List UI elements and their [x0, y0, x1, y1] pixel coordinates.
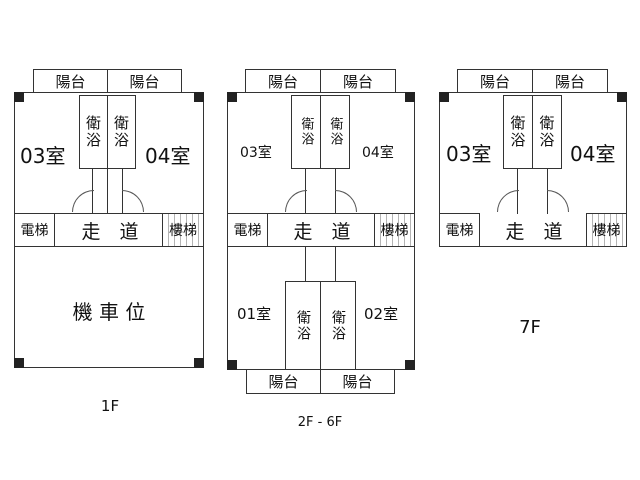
- balcony: 陽台: [245, 69, 321, 93]
- balcony: 陽台: [33, 69, 108, 93]
- bath-label: 衛浴: [298, 117, 314, 147]
- stairs: 樓梯: [374, 213, 415, 247]
- bathroom: 衛浴: [503, 95, 533, 169]
- room-04-label: 04室: [362, 145, 394, 161]
- elevator: 電梯: [439, 213, 480, 247]
- floor-label-2f-6f: 2F - 6F: [297, 414, 343, 430]
- balcony-label: 陽台: [267, 72, 298, 91]
- room-03-label: 03室: [240, 145, 272, 161]
- balcony: 陽台: [107, 69, 182, 93]
- floor-label-7f: 7F: [519, 316, 541, 338]
- stairs-label: 樓梯: [163, 214, 203, 246]
- bath-label: 衛浴: [327, 117, 343, 147]
- room-01-label: 01室: [237, 305, 272, 323]
- room-04-label: 04室: [570, 142, 616, 166]
- balcony-label: 陽台: [342, 373, 373, 391]
- balcony-label: 陽台: [55, 72, 86, 91]
- corridor-label: 走 道: [293, 220, 351, 243]
- balcony: 陽台: [320, 69, 396, 93]
- bath-label: 衛浴: [508, 115, 527, 149]
- balcony: 陽台: [457, 69, 533, 93]
- elevator-label: 電梯: [445, 223, 474, 239]
- bath-label: 衛浴: [84, 115, 102, 149]
- bath-label: 衛浴: [295, 309, 311, 342]
- balcony-label: 陽台: [268, 373, 299, 391]
- parking-label: 機 車 位: [72, 299, 146, 324]
- stairs-label: 樓梯: [375, 214, 414, 246]
- bathroom: 衛浴: [107, 95, 136, 169]
- elevator: 電梯: [14, 213, 55, 247]
- room-03-label: 03室: [20, 144, 66, 168]
- balcony: 陽台: [532, 69, 608, 93]
- bathroom: 衛浴: [320, 95, 350, 169]
- bathroom: 衛浴: [532, 95, 562, 169]
- balcony-label: 陽台: [129, 72, 160, 91]
- floor-label-1f: 1F: [100, 397, 120, 415]
- room-03-label: 03室: [446, 142, 492, 166]
- bath-label: 衛浴: [330, 309, 346, 342]
- room-04-label: 04室: [145, 144, 191, 168]
- bath-label: 衛浴: [112, 115, 130, 149]
- column: [194, 92, 204, 102]
- room-02-label: 02室: [364, 305, 399, 323]
- column: [14, 92, 24, 102]
- stairs: 樓梯: [586, 213, 627, 247]
- stairs-label: 樓梯: [587, 214, 626, 246]
- column: [14, 358, 24, 368]
- bathroom: 衛浴: [291, 95, 321, 169]
- balcony-label: 陽台: [479, 72, 510, 91]
- balcony: 陽台: [246, 369, 321, 394]
- bathroom: 衛浴: [285, 281, 321, 370]
- elevator-label: 電梯: [20, 223, 49, 239]
- elevator: 電梯: [227, 213, 268, 247]
- column: [194, 358, 204, 368]
- balcony: 陽台: [320, 369, 395, 394]
- bathroom: 衛浴: [79, 95, 108, 169]
- elevator-label: 電梯: [233, 223, 262, 239]
- balcony-label: 陽台: [342, 72, 373, 91]
- corridor-label: 走 道: [81, 220, 139, 243]
- balcony-label: 陽台: [554, 72, 585, 91]
- stairs: 樓梯: [162, 213, 204, 247]
- bath-label: 衛浴: [537, 115, 556, 149]
- bathroom: 衛浴: [320, 281, 356, 370]
- corridor-label: 走 道: [505, 220, 563, 243]
